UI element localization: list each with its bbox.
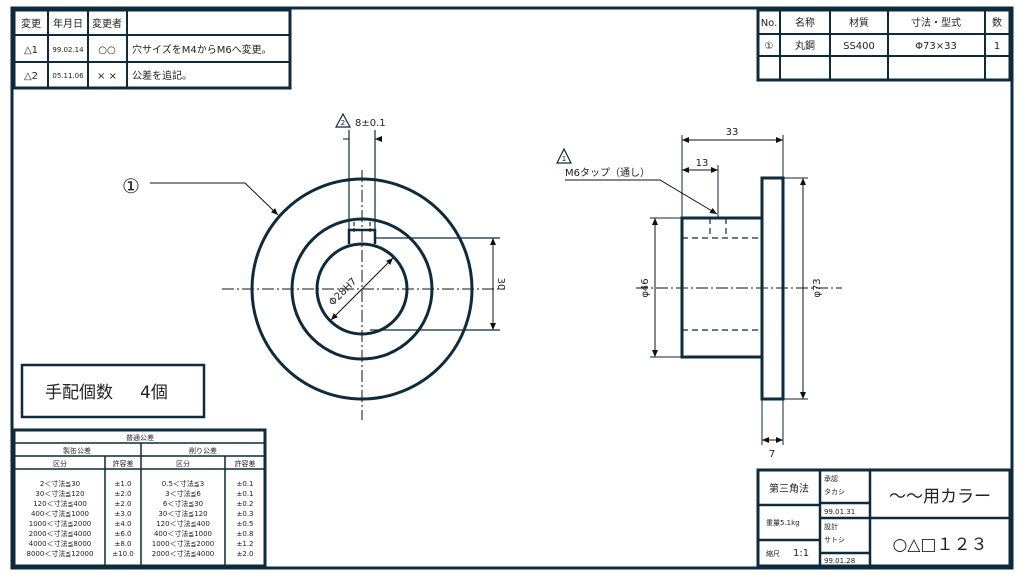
scale-value: 1:1 (793, 548, 809, 559)
part-name-title: ～～用カラー (889, 487, 991, 507)
rev-header: 変更 (21, 17, 41, 30)
mach-range: 2000＜寸法≦4000 (152, 549, 215, 558)
mach-tolerance: ±0.8 (237, 530, 254, 538)
designed-label: 設計 (824, 522, 838, 531)
part-material: SS400 (843, 41, 875, 52)
fab-tolerance: ±4.0 (115, 520, 132, 528)
parts-header: 数 (992, 16, 1002, 29)
keyway-dimension: 8±0.1 (355, 118, 386, 129)
rev-mark: △2 (24, 71, 38, 82)
part-size: Φ73×33 (915, 41, 957, 52)
rev-mark: △1 (24, 45, 38, 56)
fab-range: 30＜寸法≦120 (35, 489, 84, 498)
fab-range: 400＜寸法≦1000 (31, 509, 89, 518)
approved-label: 承認 (824, 474, 838, 483)
mach-tolerance: ±0.1 (237, 480, 254, 488)
tol-header: 許容差 (235, 459, 256, 468)
approved-by: タカシ (824, 487, 845, 496)
body-diameter: φ46 (640, 278, 651, 297)
mach-tolerance: ±0.2 (237, 500, 254, 508)
rev-author: ○○ (98, 45, 115, 56)
parts-table: No. 名称 材質 寸法・型式 数 ① 丸鋼 SS400 Φ73×33 1 (756, 8, 1012, 82)
mach-tolerance-header: 削り公差 (189, 446, 217, 455)
mach-range: 1000＜寸法≦2000 (152, 539, 215, 548)
rev-header: 年月日 (53, 17, 83, 30)
title-block: 第三角法 重量5.1kg 縮尺 1:1 承認 タカシ 99.01.31 設計 サ… (756, 468, 1012, 568)
mach-tolerance: ±0.5 (237, 520, 254, 528)
range-header: 区分 (176, 459, 190, 468)
mach-tolerance: ±2.0 (237, 550, 254, 558)
fab-tolerance: ±2.0 (115, 490, 132, 498)
fab-tolerance: ±1.0 (115, 480, 132, 488)
bore-dimension: Φ28H7 (327, 276, 359, 308)
rev-triangle-mark: 2 (341, 119, 345, 127)
rev-desc: 穴サイズをM4からM6へ変更。 (132, 43, 272, 56)
mach-tolerance: ±1.2 (237, 540, 254, 548)
mach-range: 400＜寸法≦1000 (154, 529, 212, 538)
rev-date: 05.11.06 (52, 72, 84, 80)
fab-range: 120＜寸法≦400 (33, 499, 87, 508)
fab-range: 4000＜寸法≦8000 (29, 539, 92, 548)
parts-header: 材質 (849, 16, 869, 29)
tap-position-dimension: 13 (696, 158, 709, 169)
fab-tolerance: ±2.0 (115, 500, 132, 508)
fab-tolerance: ±10.0 (112, 550, 133, 558)
mach-range: 3＜寸法≦6 (165, 489, 201, 498)
fab-tolerance: ±3.0 (115, 510, 132, 518)
revision-table: 変更 年月日 変更者 △1 99.02.14 ○○ 穴サイズをM4からM6へ変更… (12, 8, 292, 90)
mach-range: 30＜寸法≦120 (158, 509, 207, 518)
general-tolerance-table: 普通公差 製缶公差 削り公差 区分 許容差 区分 許容差 2＜寸法≦30 ±1.0… (12, 428, 267, 568)
flange-thickness: 7 (769, 449, 775, 460)
parts-header: 寸法・型式 (911, 16, 961, 29)
rev-triangle-mark: 1 (562, 155, 566, 163)
front-view: ① 2 8±0.1 30 Φ28H7 (122, 112, 506, 420)
fab-range: 1000＜寸法≦2000 (29, 519, 92, 528)
order-qty: 4個 (140, 383, 168, 403)
fab-range: 2000＜寸法≦4000 (29, 529, 92, 538)
mach-range: 120＜寸法≦400 (156, 519, 210, 528)
order-label: 手配個数 (45, 383, 113, 403)
sheet-border (10, 6, 1014, 570)
scale-label: 縮尺 (766, 549, 780, 558)
fab-range: 8000＜寸法≦12000 (27, 549, 94, 558)
depth-dimension: 30 (495, 278, 506, 291)
rev-date: 99.02.14 (52, 46, 84, 54)
part-no: ① (765, 41, 774, 52)
part-callout: ① (122, 174, 140, 198)
tap-note: M6タップ（通し） (565, 167, 650, 179)
fab-tolerance: ±6.0 (115, 530, 132, 538)
mach-range: 6＜寸法≦30 (163, 499, 203, 508)
tolerance-title: 普通公差 (126, 433, 154, 442)
flange-diameter: φ73 (812, 278, 823, 297)
approved-date: 99.01.31 (824, 508, 855, 516)
weight: 重量5.1kg (766, 519, 800, 527)
drawing-number: ○△□１２３ (893, 535, 988, 555)
fab-tolerance-header: 製缶公差 (63, 446, 91, 455)
parts-header: 名称 (795, 16, 815, 29)
designed-date: 99.01.28 (824, 557, 855, 565)
mach-tolerance: ±0.3 (237, 510, 254, 518)
mach-range: 0.5＜寸法≦3 (162, 479, 204, 488)
part-qty: 1 (994, 41, 1000, 52)
rev-author: × × (97, 71, 117, 82)
length-dimension: 33 (726, 127, 739, 138)
parts-header: No. (761, 18, 778, 29)
part-name: 丸鋼 (795, 39, 815, 52)
rev-header: 変更者 (92, 17, 122, 30)
range-header: 区分 (53, 459, 67, 468)
side-view: 1 M6タップ（通し） 33 13 φ46 φ73 7 (556, 127, 842, 460)
fab-range: 2＜寸法≦30 (40, 479, 80, 488)
mach-tolerance: ±0.1 (237, 490, 254, 498)
rev-desc: 公差を追記。 (132, 69, 192, 82)
order-quantity-box: 手配個数 4個 (20, 363, 206, 419)
projection-method: 第三角法 (769, 482, 809, 495)
designed-by: サトシ (824, 536, 845, 544)
fab-tolerance: ±8.0 (115, 540, 132, 548)
tol-header: 許容差 (113, 459, 134, 468)
